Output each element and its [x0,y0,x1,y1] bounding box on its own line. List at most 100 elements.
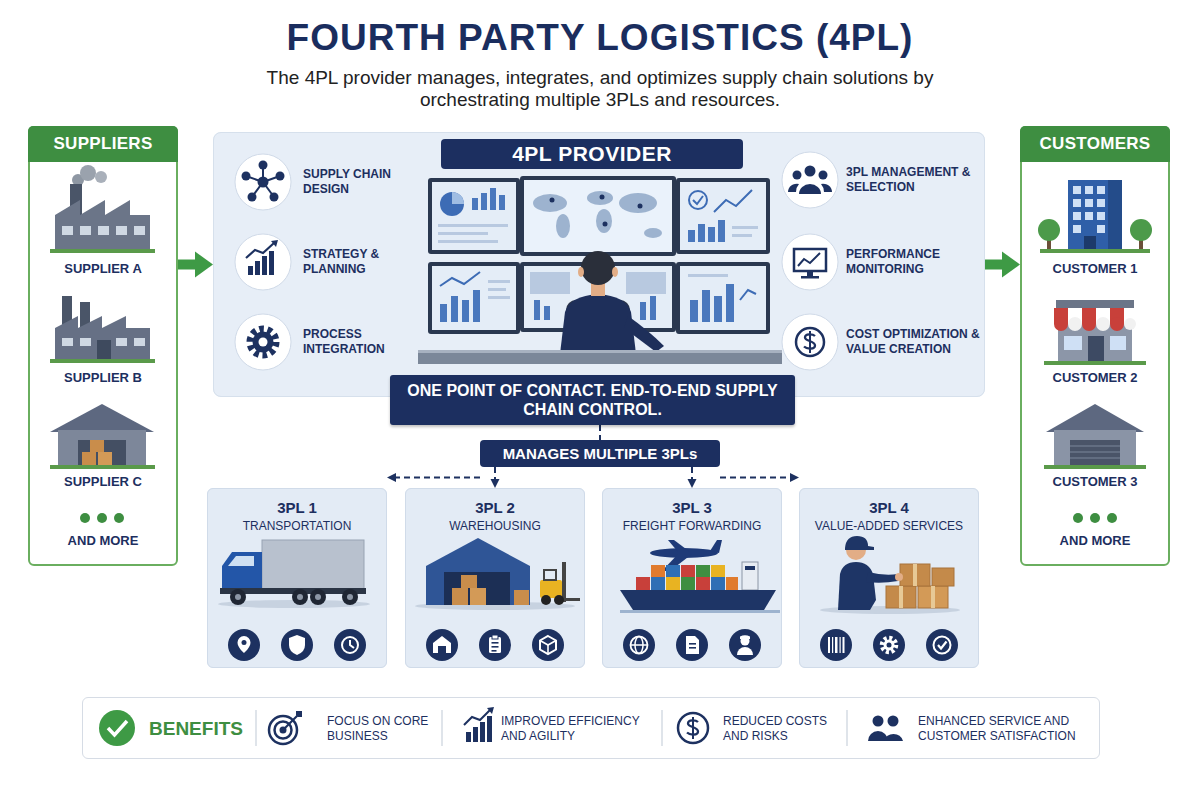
store-icon [1110,336,1126,350]
truck-illustration [310,589,326,605]
factory-icon [55,316,150,360]
monitor-wall [440,304,447,322]
capability-icon [805,166,816,177]
packing-illustration [838,562,876,610]
monitor-wall [688,274,728,277]
capability-icon [246,243,274,258]
truck-illustration [262,540,364,590]
freight-illustration [696,565,710,577]
monitor-wall [488,280,510,283]
capability-icon [235,314,291,370]
office-icon [1073,212,1081,220]
store-icon [1124,318,1136,330]
feature-icon [350,640,354,648]
panel-heading: CUSTOMERS [1020,126,1170,162]
capability-icon [821,184,832,192]
pill-text: MANAGES MULTIPLE 3PLs [486,445,714,463]
more-dots [1090,513,1100,523]
monitor-wall [438,224,508,227]
monitor-wall [740,290,756,300]
freight-illustration [668,540,690,552]
feature-icon [631,637,648,654]
benefit-icon [868,716,903,742]
office-icon [1068,180,1122,250]
monitor-wall [714,296,722,322]
desk [418,350,782,353]
truck-illustration [315,594,321,600]
office-icon [1038,180,1152,253]
3pl-box: 3PL 3FREIGHT FORWARDING [602,488,782,668]
capability-icon [248,266,253,275]
freight-illustration [666,577,680,590]
monitor-wall [688,220,725,242]
feature-icon [832,637,833,653]
capability-icon [259,161,268,170]
arrow-head [688,479,697,488]
factory-icon [134,226,145,235]
capability-icon [270,193,279,202]
capability-icon [235,154,291,210]
office-icon [1108,180,1122,250]
box-fill [82,697,1100,759]
desk [418,350,782,364]
box-fill [1020,126,1170,566]
more-dots [97,513,107,523]
freight-illustration [681,577,695,590]
more-dots [80,513,90,523]
capability-icon [258,177,269,188]
office-icon [1038,219,1060,241]
office-icon [1085,212,1093,220]
feature-icon [281,629,313,661]
monitor-wall [698,224,705,242]
capability-icon [246,165,280,197]
box-fill [28,126,178,566]
capability-icon [235,234,291,290]
monitor-wall [520,176,676,256]
feature-icon [492,642,499,652]
capability-icon [255,261,260,275]
feature-icon [228,629,958,661]
feature-icon [540,641,556,646]
capability-icon [798,253,820,266]
warehouse-icon [58,430,146,466]
packing-illustration [899,564,935,608]
warehouse-icon [50,465,155,469]
feature-icon [689,643,696,649]
capability-label: PROCESS INTEGRATION [303,327,415,357]
truck-illustration [297,594,303,600]
office-icon [1040,249,1150,253]
supplier-label: SUPPLIER B [30,370,176,386]
office-icon [1084,236,1096,250]
benefit-divider [255,710,257,746]
monitor-wall [524,180,672,252]
capability-icon [250,329,276,355]
factory-icon [50,249,155,253]
benefit-divider [846,710,848,746]
packing-illustration [913,564,917,586]
warehouse-illustration [461,575,477,588]
feature-icon [479,629,511,661]
office-icon [1073,225,1081,233]
monitor-wall [440,192,464,216]
feature-icon [729,629,761,661]
store-icon [1110,317,1124,331]
benefit-icon [884,734,903,741]
more-dots [1073,513,1083,523]
monitor-wall [530,272,570,294]
dashed-connector [494,467,496,480]
factory-icon [134,338,145,346]
factory-icon [50,296,155,363]
benefit-icon [464,710,490,725]
office-icon [1130,219,1152,241]
factory-icon [80,226,91,235]
benefit-divider [256,710,847,746]
benefit-icon [473,727,478,742]
store-icon [1064,336,1082,350]
benefit-text: FOCUS ON CORE BUSINESS [327,714,439,744]
feature-icon [689,647,696,649]
benefit-icon [480,722,485,742]
subtitle: The 4PL provider manages, integrates, an… [230,67,970,111]
feature-icon [492,635,498,639]
feature-icon [835,637,838,653]
